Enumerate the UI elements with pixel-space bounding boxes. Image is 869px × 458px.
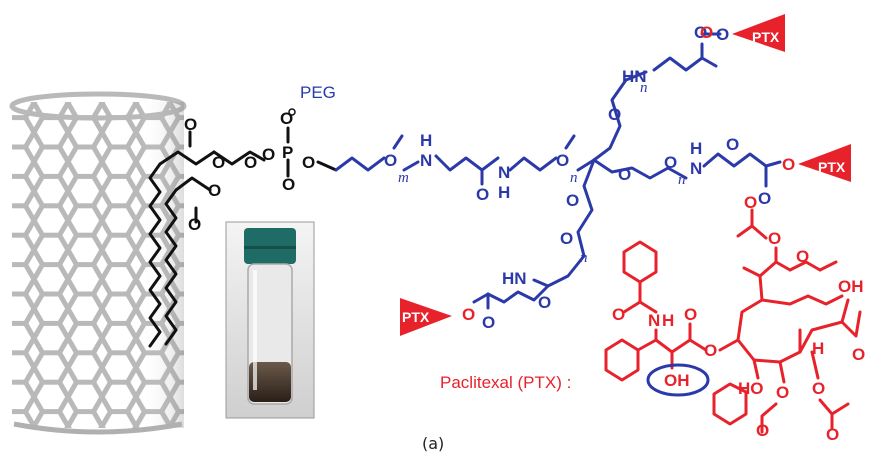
svg-text:O: O (608, 105, 621, 124)
svg-text:O: O (208, 181, 221, 200)
svg-text:n: n (580, 250, 588, 266)
svg-text:O: O (782, 155, 795, 174)
peg-branch-right: N H O O O (690, 135, 795, 208)
figure-caption: (a) (422, 434, 444, 453)
svg-text:O: O (758, 189, 771, 208)
ptx-wedge-right: PTX (798, 144, 851, 182)
svg-text:HN: HN (622, 67, 647, 86)
peg-label: PEG (300, 83, 336, 102)
svg-text:N: N (420, 151, 432, 170)
svg-text:N: N (648, 311, 660, 330)
svg-text:O: O (726, 135, 739, 154)
svg-text:O: O (826, 425, 839, 444)
svg-text:O: O (482, 313, 495, 332)
vial-liquid (249, 362, 291, 402)
svg-text:H: H (420, 131, 432, 150)
svg-text:O: O (282, 175, 295, 194)
svg-text:O: O (768, 229, 781, 248)
svg-text:PTX: PTX (402, 309, 430, 325)
svg-text:O: O (538, 293, 551, 312)
svg-text:H: H (690, 139, 702, 158)
svg-text:H: H (498, 183, 510, 202)
hydroxyl-highlight (646, 363, 710, 397)
svg-text:O: O (852, 345, 865, 364)
svg-text:PTX: PTX (752, 29, 780, 45)
svg-text:O: O (694, 23, 707, 42)
svg-text:O: O (184, 115, 197, 134)
svg-text:O: O (262, 145, 275, 164)
paclitaxel-structure: O N H O O OH O O O OH H O HO O (604, 193, 865, 444)
peg-branch-bottom: HN O O O (462, 269, 551, 332)
svg-text:O: O (556, 151, 569, 170)
svg-text:O: O (796, 247, 809, 266)
svg-text:O: O (716, 25, 729, 44)
ptx-wedge-left: PTX (400, 298, 452, 336)
svg-text:O: O (476, 185, 489, 204)
lipid-tails (148, 130, 266, 348)
svg-text:OH: OH (664, 371, 690, 390)
svg-text:N: N (690, 159, 702, 178)
lipid-atoms: O O O O O O P O O O (184, 108, 338, 234)
svg-text:m: m (398, 170, 409, 186)
svg-text:O: O (664, 153, 677, 172)
svg-text:O: O (776, 383, 789, 402)
carbon-nanotube (9, 91, 187, 435)
svg-text:O: O (756, 421, 769, 440)
svg-text:O: O (618, 165, 631, 184)
svg-text:HO: HO (738, 379, 764, 398)
vial-photo (225, 221, 315, 419)
svg-text:n: n (570, 170, 578, 186)
svg-text:O: O (188, 215, 201, 234)
svg-text:O: O (560, 229, 573, 248)
peg-chain (334, 70, 688, 288)
svg-text:O: O (700, 23, 713, 42)
svg-text:O: O (566, 191, 579, 210)
svg-text:PTX: PTX (818, 159, 846, 175)
svg-text:O: O (812, 379, 825, 398)
svg-text:P: P (282, 143, 293, 162)
svg-text:O: O (384, 151, 397, 170)
svg-text:O: O (462, 305, 475, 324)
svg-text:O: O (302, 153, 315, 172)
svg-text:O: O (704, 341, 717, 360)
svg-text:O: O (244, 153, 257, 172)
ptx-wedge-top: PTX (732, 14, 785, 52)
ptx-name-label: Paclitexal (PTX) : (440, 373, 571, 392)
svg-text:O: O (684, 305, 697, 324)
peg-atoms: O m N H O N H O n O O n O n O O n (384, 80, 686, 266)
svg-text:O: O (744, 193, 757, 212)
svg-text:O: O (612, 305, 625, 324)
svg-text:O: O (212, 153, 225, 172)
svg-text:n: n (640, 80, 648, 96)
svg-text:H: H (812, 339, 824, 358)
svg-text:HN: HN (502, 269, 527, 288)
peg-branch-top: HN O O O (622, 23, 729, 86)
svg-text:O: O (280, 109, 293, 128)
svg-text:N: N (498, 163, 510, 182)
svg-text:H: H (662, 311, 674, 330)
svg-text:n: n (678, 172, 686, 188)
svg-text:OH: OH (838, 277, 864, 296)
